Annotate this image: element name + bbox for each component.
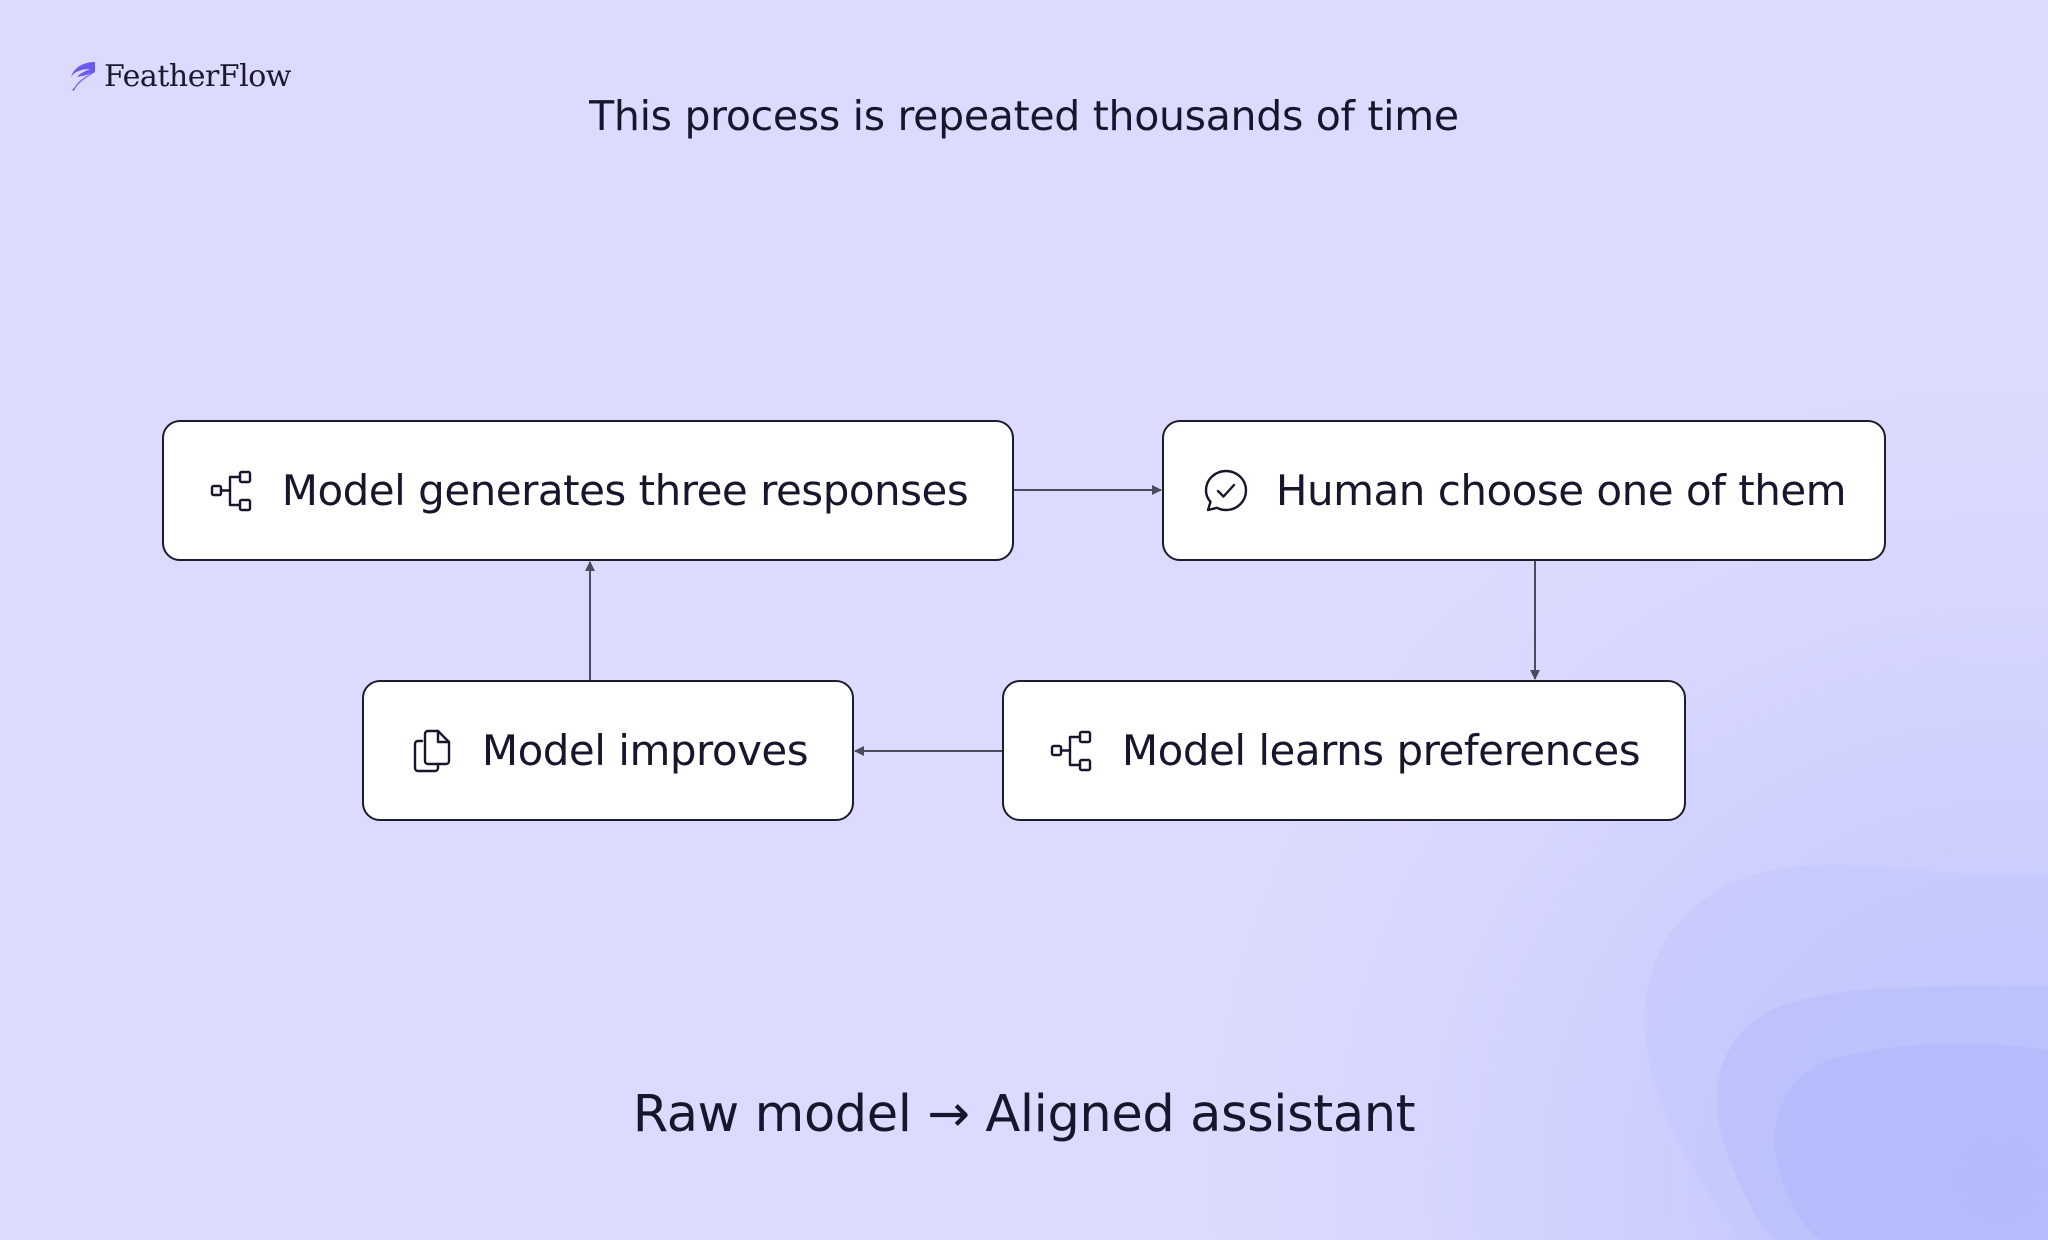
node-label: Model learns preferences [1121,726,1641,775]
documents-icon [413,729,451,772]
flow-node-human-choose: Human choose one of them [1162,420,1886,561]
node-label: Model improves [481,726,809,775]
footer-caption: Raw model → Aligned assistant [632,1085,1416,1144]
hierarchy-icon [1050,730,1092,771]
flow-node-generate: Model generates three responses [162,420,1014,561]
chat-check-icon [1204,469,1248,511]
brand-name: FeatherFlow [104,58,291,94]
hierarchy-icon [210,470,251,511]
node-label: Human choose one of them [1275,466,1847,515]
brand-logo: FeatherFlow [68,56,291,96]
flow-node-learn-preferences: Model learns preferences [1002,680,1686,821]
page-title: This process is repeated thousands of ti… [589,92,1459,140]
node-label: Model generates three responses [281,466,969,515]
feather-logo-icon [71,62,95,91]
flow-node-improves: Model improves [362,680,854,821]
